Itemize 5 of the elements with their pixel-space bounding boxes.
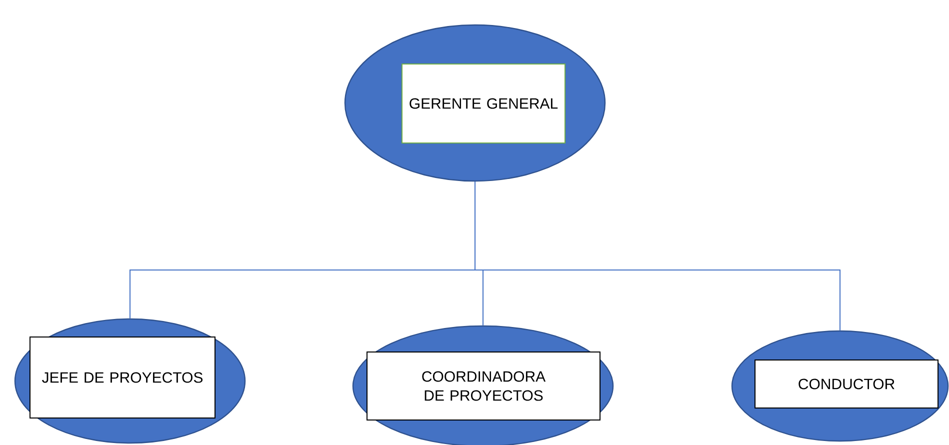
connector-line <box>474 181 840 331</box>
org-box: GERENTE GENERAL <box>344 24 606 182</box>
org-box: CONDUCTOR <box>731 330 949 442</box>
org-box: COORDINADORA DE PROYECTOS <box>352 325 614 445</box>
org-box: JEFE DE PROYECTOS <box>14 318 246 444</box>
